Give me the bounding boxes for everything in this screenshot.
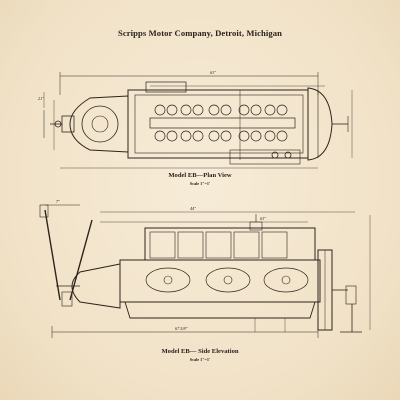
page-title: Scripps Motor Company, Detroit, Michigan <box>117 28 283 38</box>
plan-view-drawing <box>43 72 353 169</box>
plan-overall-dimension: 63" <box>210 70 216 75</box>
side-elevation-drawing <box>39 204 371 338</box>
elevation-bottom-dimension: 67 5/8" <box>175 326 188 331</box>
side-elevation-caption: Model EB— Side Elevation <box>161 348 239 355</box>
plan-view-scale: Scale 1"=1' <box>189 181 211 186</box>
elevation-top-dimension: 44" <box>190 206 196 211</box>
plan-view-caption: Model EB—Plan View <box>168 172 232 179</box>
plan-side-dimension: 21" <box>38 96 44 101</box>
side-elevation-scale: Scale 1"=1' <box>189 357 211 362</box>
elevation-left-dimension: 7" <box>56 199 60 204</box>
elevation-top2-dimension: 63" <box>260 216 266 221</box>
